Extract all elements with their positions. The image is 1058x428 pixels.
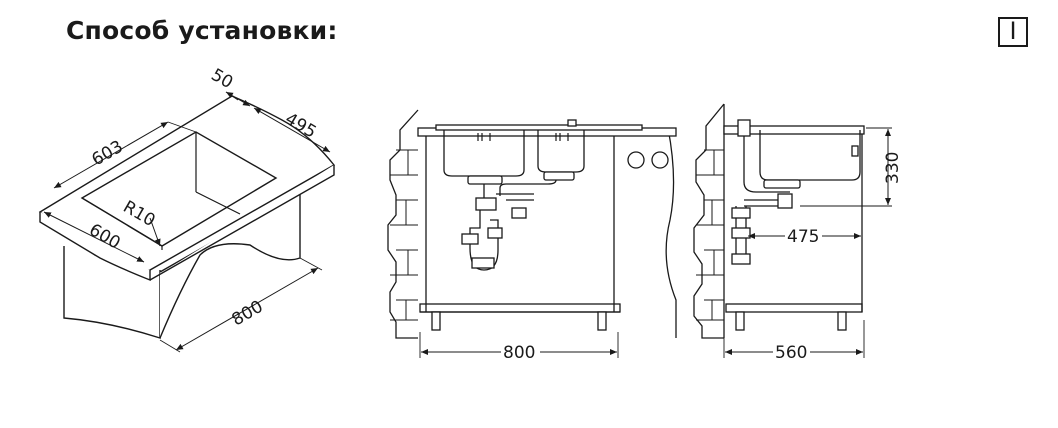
iso-sink-bowl-inner [161,132,241,250]
side-bowl-overflow [851,145,859,157]
front-trap-nut-1 [461,233,479,245]
side-pipe-horizontal [744,199,778,207]
front-connector [511,207,527,219]
side-dim-label-475: 475 [787,227,819,247]
dim-label-800-iso: 800 [229,297,267,331]
front-sink-rim [435,124,643,131]
dim-ext-495a [225,91,239,101]
side-bowl [759,130,861,181]
front-drain-large [467,175,503,185]
front-outlet-1 [627,151,645,169]
front-outlet-2 [651,151,669,169]
front-tap-hole [567,119,577,127]
front-drain-small [543,171,575,181]
dim-line-800 [175,267,319,351]
front-cabinet-plinth [419,303,621,313]
side-overflow-hose [743,136,790,193]
dim-label-50: 50 [208,65,237,93]
front-overflow-marks [477,133,569,141]
isometric-view [38,91,336,353]
iso-worktop-edge-side [149,165,335,281]
side-pipe-connector [777,193,793,209]
side-pipe-nut-3 [731,253,751,265]
front-trap [469,210,499,271]
front-bowl-large [443,130,525,177]
front-dim-label-800: 800 [503,343,535,363]
dim-line-495 [253,107,331,153]
dim-line-603 [53,121,169,189]
side-leg-right [837,311,847,331]
side-view [693,103,892,358]
side-brick-joints [696,149,724,321]
front-pipe-horizontal-2 [496,193,534,201]
front-leg-left [431,311,441,331]
dim-ext-800b [299,257,323,271]
side-cabinet-plinth [725,303,863,313]
dim-line-600 [43,211,145,263]
side-drain [763,179,801,189]
side-brick-wall [693,103,725,339]
side-dim-label-330: 330 [883,152,903,184]
front-trap-nut-2 [487,227,503,239]
front-leg-right [597,311,607,331]
dim-leader-r10 [149,217,161,247]
front-right-wall [665,127,677,338]
type-mark: I [998,17,1028,47]
side-leg-left [735,311,745,331]
side-valve [737,119,751,137]
front-view [387,109,677,358]
side-pipe-nut-1 [731,207,751,219]
front-brick-wall [387,109,419,339]
dim-ext-800a [159,339,181,353]
side-dim-label-560: 560 [775,343,807,363]
front-trap-nut-3 [471,257,495,269]
dim-ext-603 [167,121,197,133]
front-junction [475,197,497,211]
side-worktop [723,125,865,135]
side-pipe-nut-2 [731,227,751,239]
page-title: Способ установки: [66,16,338,45]
front-brick-joints [390,149,418,321]
